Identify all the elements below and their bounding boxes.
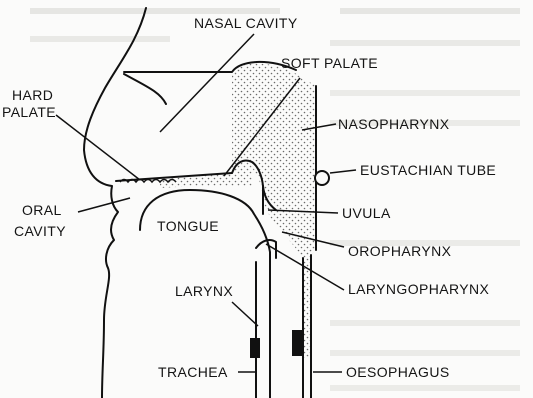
label-oesophagus: OESOPHAGUS <box>346 364 450 380</box>
label-tongue: TONGUE <box>157 218 219 234</box>
label-oropharynx: OROPHARYNX <box>348 243 452 259</box>
label-oral-cavity-line2: CAVITY <box>14 223 66 239</box>
vocal-cord-right <box>292 330 302 356</box>
label-nasopharynx: NASOPHARYNX <box>338 116 450 132</box>
label-hard-palate-line2: PALATE <box>2 104 56 120</box>
label-eustachian-tube: EUSTACHIAN TUBE <box>360 162 496 178</box>
label-larynx: LARYNX <box>175 283 233 299</box>
label-hard-palate-line1: HARD <box>12 87 53 103</box>
label-oral-cavity-line1: ORAL <box>22 202 62 218</box>
label-nasal-cavity: NASAL CAVITY <box>194 15 298 31</box>
eustachian-tube-opening <box>315 171 329 185</box>
label-laryngopharynx: LARYNGOPHARYNX <box>348 281 490 297</box>
label-trachea: TRACHEA <box>158 364 228 380</box>
label-uvula: UVULA <box>342 205 391 221</box>
label-soft-palate: SOFT PALATE <box>281 55 378 71</box>
vocal-cord-left <box>250 338 260 358</box>
